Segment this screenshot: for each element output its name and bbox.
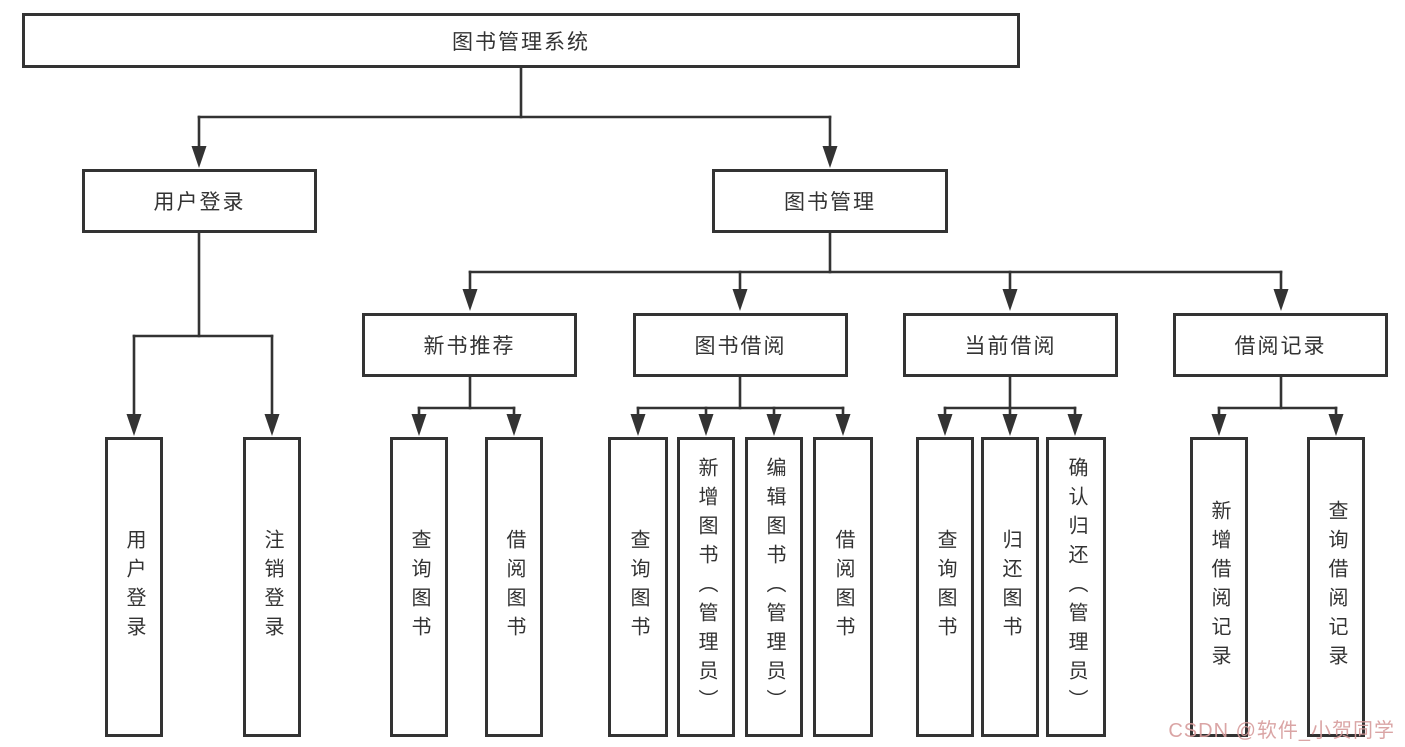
leaf-query-books-borrow: 查询图书 [608, 437, 668, 737]
leaf-user-login: 用户登录 [105, 437, 163, 737]
node-root: 图书管理系统 [22, 13, 1020, 68]
node-current-borrow-label: 当前借阅 [964, 335, 1057, 358]
node-book-management: 图书管理 [712, 169, 948, 233]
node-user-login: 用户登录 [82, 169, 317, 233]
node-book-borrow-label: 图书借阅 [694, 335, 787, 358]
node-new-book-recommend-label: 新书推荐 [423, 335, 516, 358]
node-book-borrow: 图书借阅 [633, 313, 848, 377]
leaf-query-borrow-record: 查询借阅记录 [1307, 437, 1365, 737]
leaf-edit-books-admin: 编辑图书（管理员） [745, 437, 803, 737]
leaf-query-books-current: 查询图书 [916, 437, 974, 737]
node-borrow-records-label: 借阅记录 [1234, 335, 1327, 358]
leaf-borrow-books-recommend: 借阅图书 [485, 437, 543, 737]
leaf-return-books: 归还图书 [981, 437, 1039, 737]
node-new-book-recommend: 新书推荐 [362, 313, 577, 377]
leaf-add-borrow-record: 新增借阅记录 [1190, 437, 1248, 737]
leaf-confirm-return-admin: 确认归还（管理员） [1046, 437, 1106, 737]
leaf-query-books-recommend: 查询图书 [390, 437, 448, 737]
node-book-management-label: 图书管理 [784, 191, 876, 214]
leaf-logout: 注销登录 [243, 437, 301, 737]
node-current-borrow: 当前借阅 [903, 313, 1118, 377]
node-borrow-records: 借阅记录 [1173, 313, 1388, 377]
node-user-login-label: 用户登录 [153, 191, 246, 214]
leaf-add-books-admin: 新增图书（管理员） [677, 437, 735, 737]
node-root-label: 图书管理系统 [452, 30, 590, 54]
leaf-borrow-books: 借阅图书 [813, 437, 873, 737]
